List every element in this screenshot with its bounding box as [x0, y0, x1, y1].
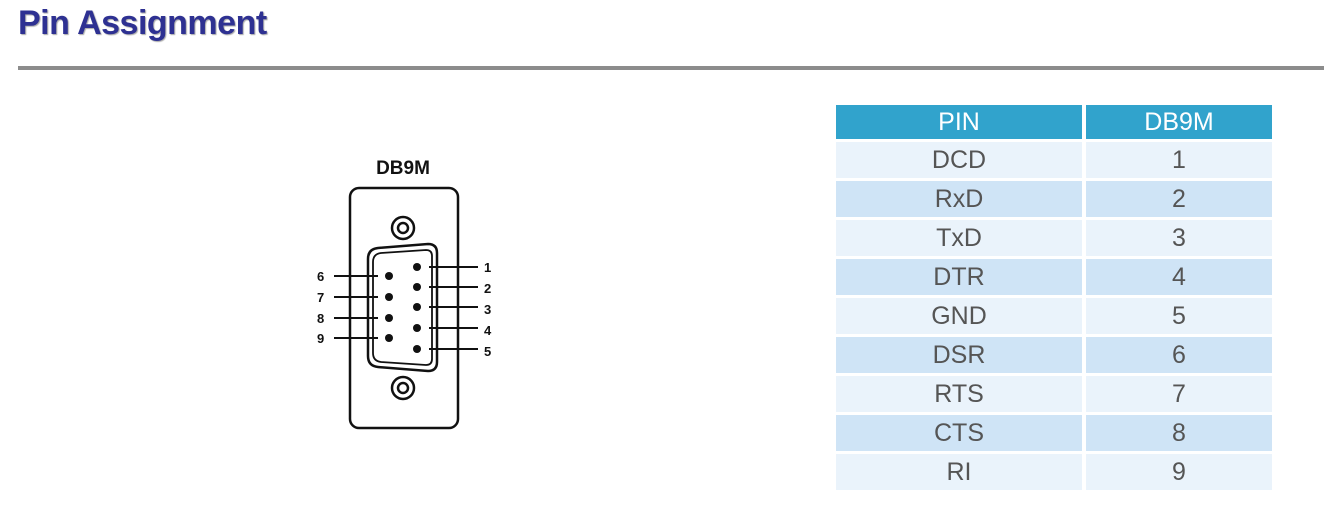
- pin-labels-1-5: 1 2 3 4 5: [484, 260, 492, 359]
- cell-signal: DSR: [836, 337, 1082, 373]
- d-shell-outer: [366, 242, 439, 373]
- cell-pin-number: 3: [1086, 220, 1272, 256]
- pin-label-9: 9: [317, 331, 324, 346]
- cell-pin-number: 8: [1086, 415, 1272, 451]
- pin-label-8: 8: [317, 311, 324, 326]
- pin-assignment-table: PIN DB9M DCD 1 RxD 2 TxD 3 DTR 4 GND 5 D…: [832, 102, 1276, 493]
- cell-pin-number: 2: [1086, 181, 1272, 217]
- d-shell-inner: [372, 249, 433, 366]
- cell-signal: DCD: [836, 142, 1082, 178]
- table-row: DSR 6: [836, 337, 1272, 373]
- pin-row-6-9: [334, 272, 393, 342]
- cell-pin-number: 4: [1086, 259, 1272, 295]
- cell-signal: GND: [836, 298, 1082, 334]
- table-row: RTS 7: [836, 376, 1272, 412]
- pin-label-3: 3: [484, 302, 491, 317]
- pin-label-6: 6: [317, 269, 324, 284]
- pin-label-5: 5: [484, 344, 491, 359]
- cell-pin-number: 5: [1086, 298, 1272, 334]
- table-row: TxD 3: [836, 220, 1272, 256]
- title-divider: [18, 66, 1324, 70]
- top-screw-icon: [390, 215, 416, 241]
- db9m-connector-diagram: DB9M 1 2 3 4 5: [317, 158, 492, 430]
- header-pin: PIN: [836, 105, 1082, 139]
- table-header-row: PIN DB9M: [836, 105, 1272, 139]
- pin-label-1: 1: [484, 260, 491, 275]
- cell-signal: RTS: [836, 376, 1082, 412]
- bottom-screw-icon: [390, 375, 416, 401]
- page-title: Pin Assignment: [18, 4, 267, 42]
- connector-label: DB9M: [376, 158, 430, 179]
- table-row: DCD 1: [836, 142, 1272, 178]
- cell-signal: RI: [836, 454, 1082, 490]
- cell-pin-number: 1: [1086, 142, 1272, 178]
- cell-signal: CTS: [836, 415, 1082, 451]
- pin-row-1-5: [413, 263, 478, 353]
- pin-label-2: 2: [484, 281, 491, 296]
- cell-pin-number: 6: [1086, 337, 1272, 373]
- table-row: RxD 2: [836, 181, 1272, 217]
- table-row: DTR 4: [836, 259, 1272, 295]
- table-row: GND 5: [836, 298, 1272, 334]
- pin-labels-6-9: 6 7 8 9: [317, 269, 324, 346]
- pin-label-7: 7: [317, 290, 324, 305]
- table-row: CTS 8: [836, 415, 1272, 451]
- cell-signal: RxD: [836, 181, 1082, 217]
- cell-signal: TxD: [836, 220, 1082, 256]
- table-row: RI 9: [836, 454, 1272, 490]
- pin-label-4: 4: [484, 323, 492, 338]
- cell-signal: DTR: [836, 259, 1082, 295]
- cell-pin-number: 9: [1086, 454, 1272, 490]
- header-db9m: DB9M: [1086, 105, 1272, 139]
- cell-pin-number: 7: [1086, 376, 1272, 412]
